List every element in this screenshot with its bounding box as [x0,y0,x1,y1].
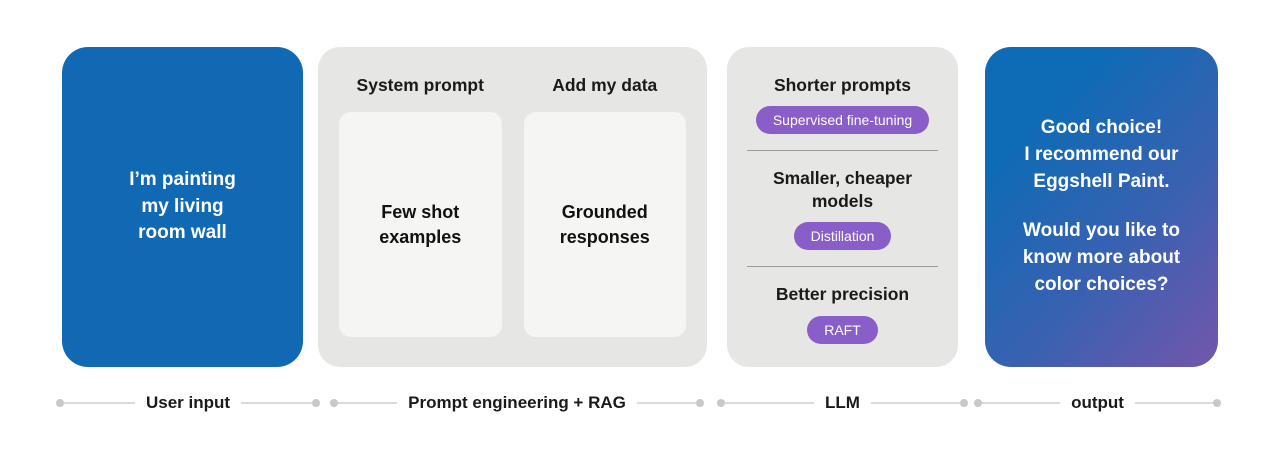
timeline-dot-icon [312,399,320,407]
user-input-card: I’m painting my living room wall [62,47,303,367]
system-prompt-header: System prompt [356,75,484,95]
timeline-line [636,402,697,404]
llm-separator-1 [747,150,938,152]
prompt-engineering-panel: System prompt Add my data Few shot examp… [318,47,707,367]
prompt-panel-boxes: Few shot examples Grounded responses [339,112,686,337]
axis-label-llm: LLM [825,393,860,412]
llm-section-smaller-models: Smaller, cheaper models Distillation [772,167,913,251]
timeline-line [1134,402,1214,404]
raft-pill: RAFT [807,315,878,344]
timeline-line [338,402,398,404]
llm-separator-2 [747,266,938,268]
axis-label-prompt-engineering: Prompt engineering + RAG [408,393,626,412]
axis-segment-output: output [974,393,1222,412]
axis-label-output: output [1071,393,1124,412]
grounded-responses-box: Grounded responses [523,112,686,337]
llm-section-better-precision: Better precision RAFT [775,283,910,344]
timeline-dot-icon [696,399,705,407]
few-shot-examples-box: Few shot examples [339,112,502,337]
better-precision-header: Better precision [775,284,910,305]
supervised-fine-tuning-pill: Supervised fine-tuning [755,106,930,135]
timeline-dot-icon [56,399,64,407]
timeline-line [64,402,135,404]
few-shot-examples-label: Few shot examples [379,202,462,247]
axis-segment-user-input: User input [56,393,320,412]
llm-panel: Shorter prompts Supervised fine-tuning S… [727,47,958,367]
output-text-bottom: Would you like to know more about color … [1022,220,1181,295]
timeline-line [982,402,1061,404]
timeline-line [241,402,312,404]
timeline-dot-icon [330,399,338,407]
distillation-pill: Distillation [793,222,892,251]
timeline-line [725,402,815,404]
timeline-line [870,402,960,404]
axis-segment-llm: LLM [717,393,968,412]
output-text-top: Good choice! I recommend our Eggshell Pa… [1024,117,1179,193]
axis-label-user-input: User input [145,393,231,412]
smaller-cheaper-models-header: Smaller, cheaper models [772,168,913,211]
llm-section-shorter-prompts: Shorter prompts Supervised fine-tuning [755,74,930,135]
grounded-responses-label: Grounded responses [559,202,650,247]
user-input-text: I’m painting my living room wall [129,168,236,244]
axis-segment-prompt-engineering: Prompt engineering + RAG [330,393,705,412]
timeline-dot-icon [974,399,982,407]
timeline-dot-icon [1213,399,1222,407]
output-card: Good choice! I recommend our Eggshell Pa… [985,47,1218,367]
prompt-panel-headers: System prompt Add my data [339,75,686,96]
timeline-dot-icon [960,399,968,407]
add-my-data-header: Add my data [552,75,658,95]
shorter-prompts-header: Shorter prompts [773,75,912,95]
timeline-dot-icon [717,399,725,407]
